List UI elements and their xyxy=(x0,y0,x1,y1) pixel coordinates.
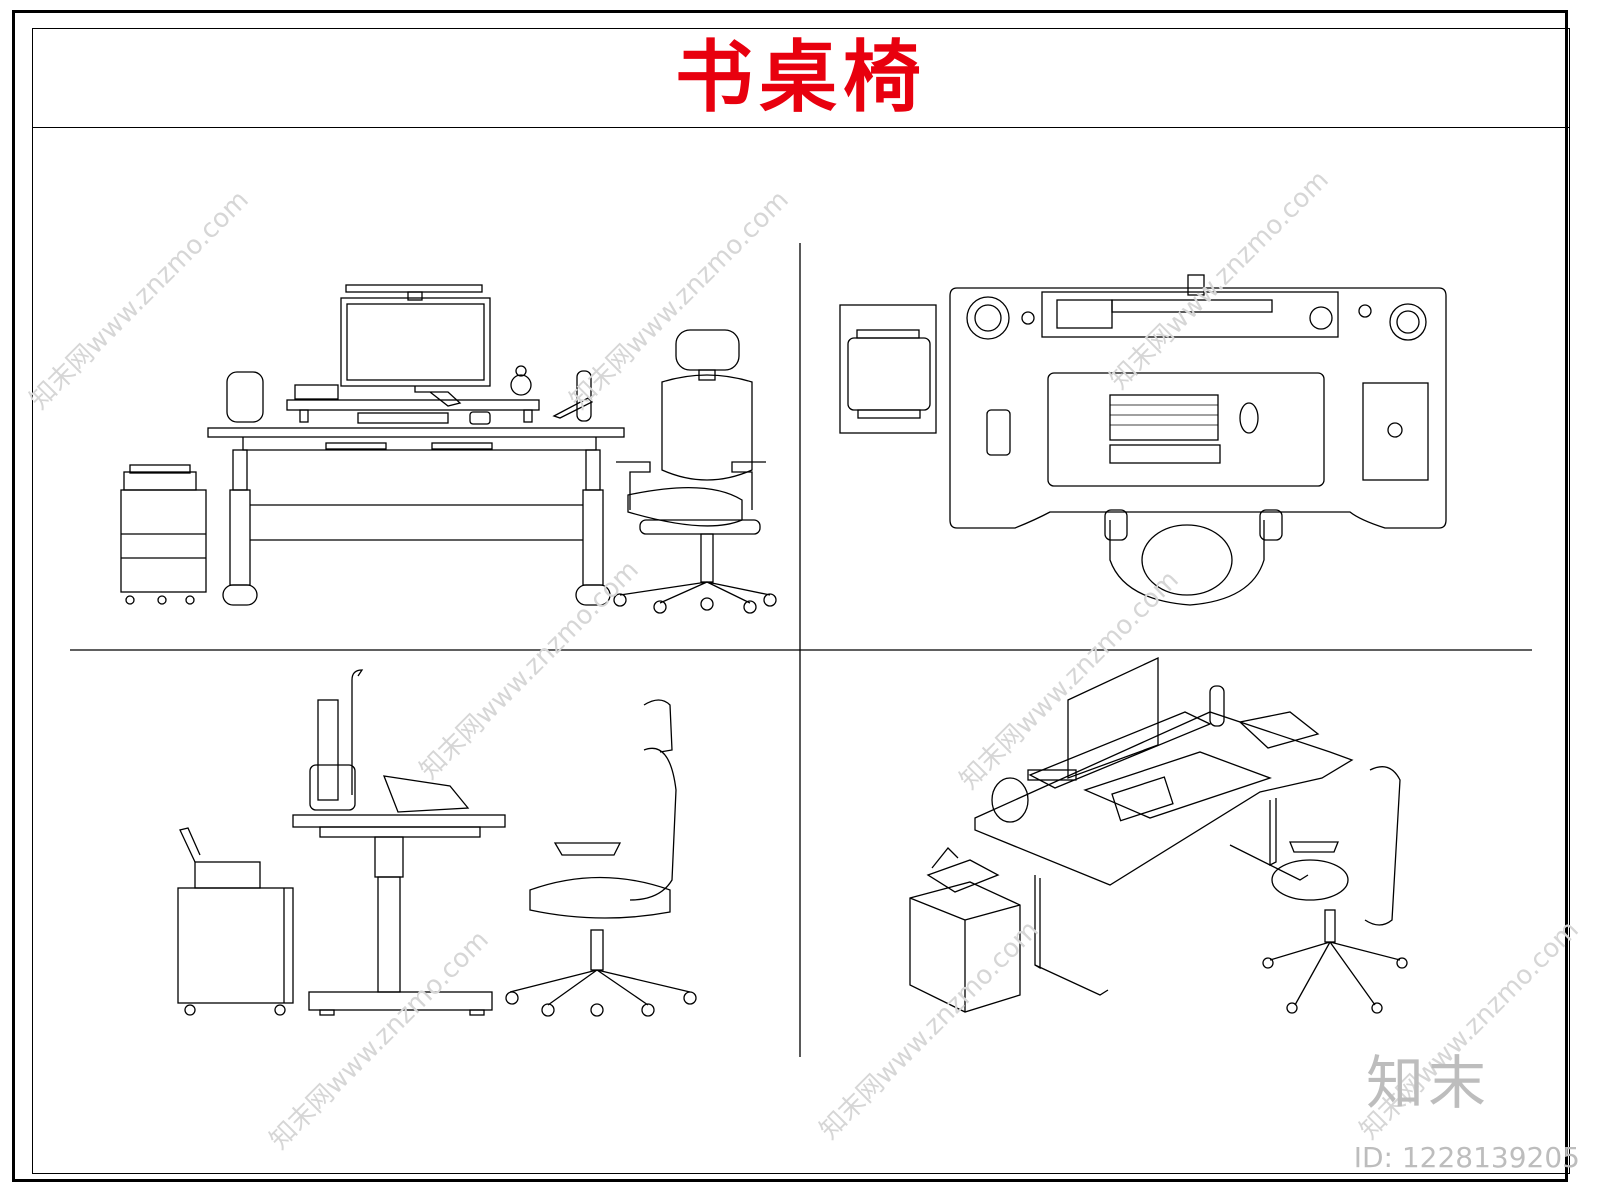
side-elevation-view xyxy=(177,669,697,1017)
title-bar: 书桌椅 xyxy=(32,28,1570,128)
office-chair-side xyxy=(505,699,697,1017)
desk-shelf xyxy=(286,399,540,411)
drawing-title: 书桌椅 xyxy=(674,31,927,123)
printer-top xyxy=(839,304,937,434)
office-chair-front xyxy=(613,329,777,614)
front-elevation-view xyxy=(120,284,777,614)
keyboard-plan xyxy=(1109,394,1219,441)
outer-frame xyxy=(12,10,1568,1182)
top-plan-view xyxy=(839,274,1447,606)
desk-mat xyxy=(1047,372,1325,487)
laptop-plan xyxy=(1362,382,1429,481)
desk-leg-right xyxy=(585,449,601,491)
chair-plan xyxy=(1109,520,1265,606)
speaker xyxy=(226,371,264,423)
monitor xyxy=(340,297,491,387)
printer xyxy=(123,471,197,491)
desk-plan xyxy=(949,287,1447,529)
inner-frame xyxy=(32,28,1570,1174)
file-cabinet-iso xyxy=(909,881,1021,1013)
desk-leg-left xyxy=(232,449,248,491)
watermark-logo: 知末 xyxy=(1365,1049,1490,1117)
file-cabinet-side xyxy=(177,887,294,1004)
isometric-view xyxy=(909,656,1408,1014)
desk-top-iso xyxy=(974,711,1354,886)
watermark-id: ID: 1228139205 xyxy=(1353,1141,1580,1174)
desk-top xyxy=(207,427,625,438)
desk-top-side xyxy=(292,814,506,828)
phone xyxy=(986,409,1011,456)
office-chair-iso xyxy=(1262,766,1408,1014)
file-cabinet xyxy=(120,489,207,593)
